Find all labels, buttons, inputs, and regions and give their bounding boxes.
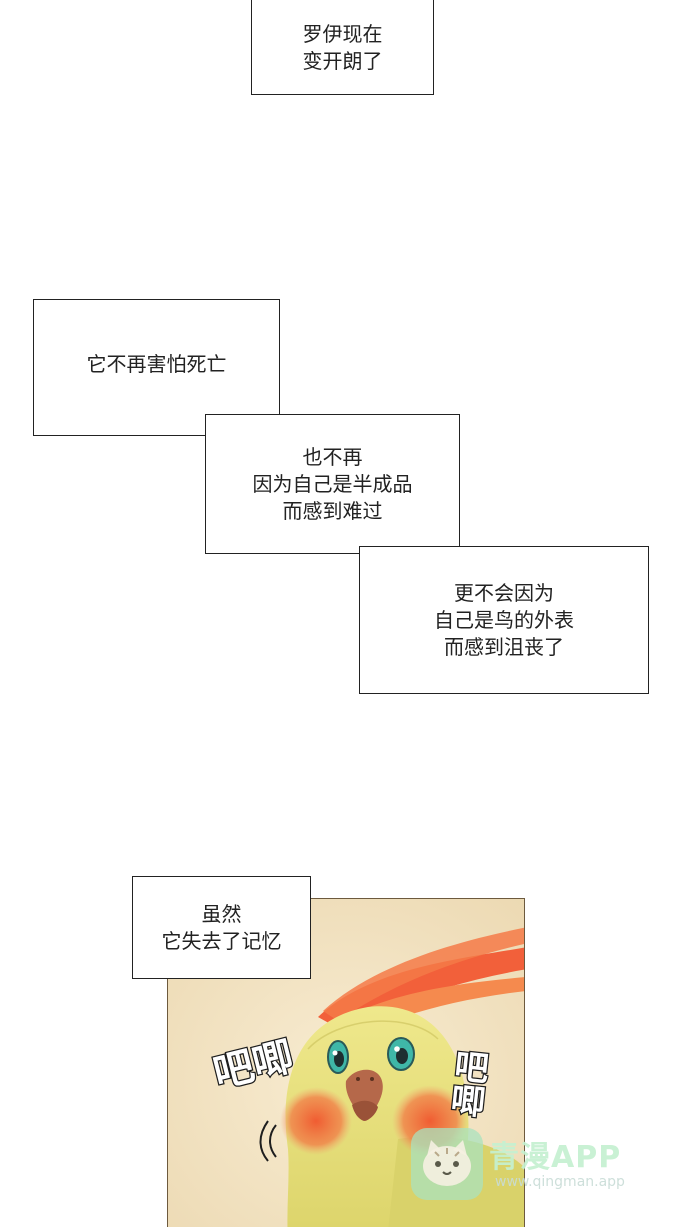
caption-line: 虽然 [201, 901, 242, 926]
sfx-right: 吧唧 [442, 1046, 491, 1120]
caption-text: 也不再 因为自己是半成品 而感到难过 [253, 444, 413, 525]
caption-line: 它失去了记忆 [161, 928, 282, 953]
watermark-url: www.qingman.app [495, 1174, 625, 1190]
caption-line: 罗伊现在 [302, 21, 383, 46]
caption-line: 更不会因为 [454, 580, 554, 605]
caption-box: 虽然 它失去了记忆 [132, 876, 311, 979]
left-eye [327, 1040, 349, 1074]
sfx-text: 吧唧 [443, 1047, 490, 1119]
beak [345, 1069, 383, 1121]
caption-text: 罗伊现在 变开朗了 [303, 21, 383, 75]
caption-box: 更不会因为 自己是鸟的外表 而感到沮丧了 [359, 546, 649, 694]
sfx-marks [259, 1120, 277, 1162]
caption-box: 它不再害怕死亡 [33, 299, 280, 436]
bird-illustration: 吧唧 吧唧 [168, 899, 524, 1227]
caption-line: 而感到沮丧了 [444, 634, 564, 659]
watermark-title: 青漫APP [489, 1140, 622, 1175]
caption-line: 而感到难过 [282, 498, 383, 523]
caption-line: 变开朗了 [302, 48, 383, 73]
caption-line: 它不再害怕死亡 [86, 352, 227, 376]
caption-text: 虽然 它失去了记忆 [162, 901, 282, 955]
cat-logo-icon [411, 1128, 483, 1200]
watermark: 青漫APP www.qingman.app [407, 1124, 647, 1204]
caption-line: 也不再 [302, 444, 363, 469]
caption-box: 也不再 因为自己是半成品 而感到难过 [205, 414, 460, 554]
caption-text: 更不会因为 自己是鸟的外表 而感到沮丧了 [434, 580, 574, 661]
caption-box: 罗伊现在 变开朗了 [251, 0, 434, 95]
left-cheek [280, 1087, 352, 1155]
right-eye [387, 1037, 415, 1071]
caption-line: 因为自己是半成品 [252, 471, 413, 496]
caption-text: 它不再害怕死亡 [87, 351, 227, 378]
caption-line: 自己是鸟的外表 [434, 607, 574, 632]
